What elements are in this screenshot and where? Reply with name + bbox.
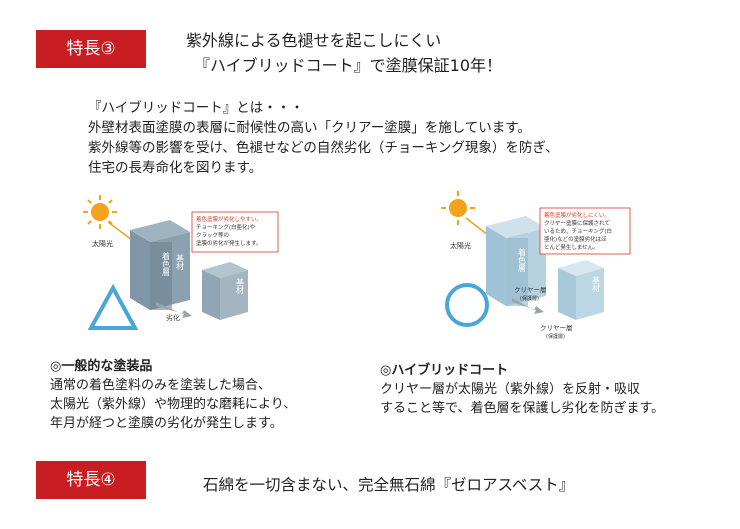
- sun-label: 太陽光: [92, 239, 113, 248]
- triangle-icon: [87, 283, 139, 330]
- feature3-badge-label: 特長③: [66, 39, 116, 59]
- intro-line-1: 『ハイブリッドコート』とは・・・: [88, 100, 304, 116]
- clear-layer-label-2: クリヤー層: [540, 324, 573, 332]
- layer-base-label: 基材: [176, 253, 185, 270]
- callout-line-4: 塗膜の劣化が発生します。: [196, 239, 261, 247]
- callout-line-3: いるため、チョーキング(白: [544, 227, 612, 235]
- sun-label: 太陽光: [450, 241, 471, 250]
- intro-line-2: 外壁材表面塗膜の表層に耐候性の高い「クリアー塗膜」を施しています。: [88, 120, 531, 136]
- general-paint-desc: ◎一般的な塗装品 通常の着色塗料のみを塗装した場合、 太陽光（紫外線）や物理的な…: [50, 357, 296, 433]
- general-paint-line-2: 太陽光（紫外線）や物理的な磨耗により、: [50, 397, 297, 412]
- hybrid-coat-line-2: すること等で、着色層を保護し劣化を防ぎます。: [380, 401, 665, 416]
- feature3-headline-line1: 紫外線による色褪せを起こしにくい: [186, 31, 442, 50]
- layer-color-label: 着色層: [162, 251, 171, 277]
- hybrid-coat-desc: ◎ハイブリッドコート クリヤー層が太陽光（紫外線）を反射・吸収 すること等で、着…: [380, 361, 664, 418]
- feature3-headline-line2: 『ハイブリッドコート』で塗膜保証10年！: [194, 56, 503, 75]
- callout-box: [539, 207, 631, 255]
- callout-box: [191, 211, 279, 253]
- general-paint-title: ◎一般的な塗装品: [50, 359, 153, 374]
- hybrid-coat-diagram: 太陽光 着色層 基材 クリヤー層 (保護層) クリヤー層 (保護層) 着色塗膜が…: [441, 191, 631, 340]
- feature4-headline: 石綿を一切含まない、完全無石綿『ゼロアスベスト』: [203, 476, 575, 494]
- callout-line-5: とんど発生しません。: [544, 243, 599, 251]
- clear-layer-sub-1: (保護層): [520, 295, 539, 302]
- callout-line-1: 着色塗膜が劣化しやすい。: [196, 215, 262, 223]
- sun-icon: [83, 195, 117, 229]
- hybrid-coat-title: ◎ハイブリッドコート: [380, 363, 509, 378]
- callout-line-4: 亜化)などの塗膜劣化はほ: [544, 235, 607, 243]
- callout-line-2: チョーキング(白亜化)や: [196, 223, 255, 231]
- feature3-badge: 特長③: [36, 30, 146, 68]
- intro-line-3: 紫外線等の影響を受け、色褪せなどの自然劣化（チョーキング現象）を防ぎ、: [88, 140, 559, 156]
- clear-layer-sub-2: (保護層): [546, 333, 565, 340]
- intro-text: 『ハイブリッドコート』とは・・・ 外壁材表面塗膜の表層に耐候性の高い「クリアー塗…: [88, 98, 559, 178]
- callout-line-3: クラック等の: [196, 231, 229, 239]
- arrow-icon: [512, 298, 544, 314]
- layer-color-label: 着色層: [518, 247, 527, 273]
- general-paint-line-1: 通常の着色塗料のみを塗装した場合、: [50, 378, 272, 393]
- circle-icon: [445, 283, 489, 327]
- arrow-label: 劣化: [166, 313, 180, 322]
- sun-icon: [441, 191, 475, 225]
- feature4-badge: 特長④: [36, 461, 146, 499]
- arrow-icon: [156, 302, 192, 318]
- layer-base-label: 基材: [592, 275, 601, 292]
- callout-line-2: クリヤー塗膜に保護されて: [544, 219, 610, 227]
- feature3-headline: 紫外線による色褪せを起こしにくい 『ハイブリッドコート』で塗膜保証10年！: [186, 28, 502, 78]
- callout-line-1: 着色塗膜が劣化しにくい。: [544, 211, 610, 219]
- general-paint-line-3: 年月が経つと塗膜の劣化が発生します。: [50, 416, 283, 431]
- general-paint-diagram: 太陽光 着色層 基材 基材 劣化 着色塗膜が劣化しやすい。 チョーキング(白亜化…: [83, 195, 279, 330]
- hybrid-coat-line-1: クリヤー層が太陽光（紫外線）を反射・吸収: [380, 382, 641, 397]
- intro-line-4: 住宅の長寿命化を図ります。: [88, 160, 263, 176]
- clear-layer-label-1: クリヤー層: [514, 286, 547, 294]
- feature4-badge-label: 特長④: [66, 470, 116, 490]
- layer-base2-label: 基材: [236, 277, 245, 294]
